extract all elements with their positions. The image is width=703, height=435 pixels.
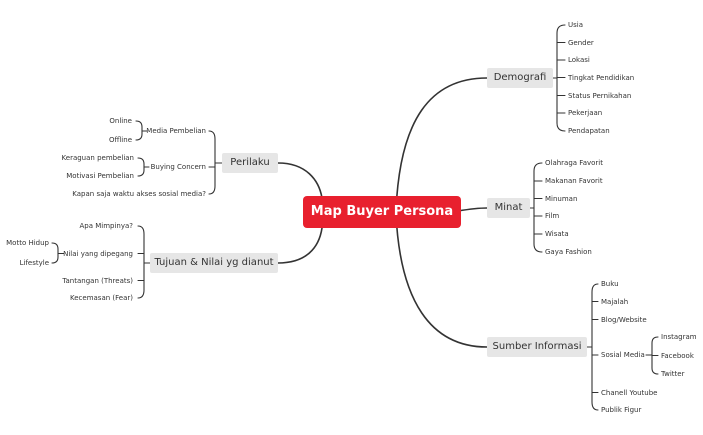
connector-root-minat	[457, 207, 488, 212]
leaf-pendapatan[interactable]: Pendapatan	[568, 127, 610, 135]
leaf-usia[interactable]: Usia	[568, 21, 584, 29]
leaf-chanell-youtube[interactable]: Chanell Youtube	[601, 388, 658, 397]
leaf-makanan-favorit[interactable]: Makanan Favorit	[545, 177, 603, 185]
leaf-facebook[interactable]: Facebook	[661, 351, 694, 360]
leaf-sosial-media[interactable]: Sosial Media	[601, 351, 645, 359]
leaf-tantangan[interactable]: Tantangan (Threats)	[62, 276, 133, 285]
leaf-status-pernikahan[interactable]: Status Pernikahan	[568, 91, 632, 100]
leaf-lokasi[interactable]: Lokasi	[568, 56, 590, 64]
leaf-film[interactable]: Film	[545, 212, 560, 220]
leaf-olahraga-favorit[interactable]: Olahraga Favorit	[545, 159, 603, 167]
leaf-kecemasan[interactable]: Kecemasan (Fear)	[70, 294, 133, 302]
leaf-pekerjaan[interactable]: Pekerjaan	[568, 109, 603, 117]
leaf-kapan-akses[interactable]: Kapan saja waktu akses sosial media?	[72, 190, 206, 198]
leaf-motivasi-pembelian[interactable]: Motivasi Pembelian	[66, 172, 134, 180]
leaf-buku[interactable]: Buku	[601, 280, 619, 288]
leaf-buying-concern[interactable]: Buying Concern	[150, 163, 206, 171]
leaf-lifestyle[interactable]: Lifestyle	[19, 259, 49, 267]
leaf-motto-hidup[interactable]: Motto Hidup	[6, 239, 49, 247]
connector-root-demografi	[395, 77, 488, 211]
connector-root-perilaku	[277, 162, 323, 199]
leaf-keraguan-pembelian[interactable]: Keraguan pembelian	[61, 154, 134, 162]
leaf-twitter[interactable]: Twitter	[661, 370, 685, 378]
node-perilaku[interactable]: Perilaku	[222, 153, 278, 173]
leaf-gender[interactable]: Gender	[568, 38, 594, 47]
leaf-apa-mimpinya[interactable]: Apa Mimpinya?	[79, 222, 133, 230]
leaf-media-pembelian[interactable]: Media Pembelian	[146, 127, 206, 135]
leaf-majalah[interactable]: Majalah	[601, 297, 629, 306]
leaf-online[interactable]: Online	[109, 117, 132, 125]
leaf-nilai-dipegang[interactable]: Nilai yang dipegang	[63, 249, 133, 258]
leaf-wisata[interactable]: Wisata	[545, 230, 569, 238]
root-node[interactable]: Map Buyer Persona	[303, 196, 461, 228]
leaf-tingkat-pendidikan[interactable]: Tingkat Pendidikan	[568, 73, 635, 82]
connector-root-sumber	[395, 213, 488, 348]
connector-root-tujuan	[277, 227, 323, 264]
leaf-instagram[interactable]: Instagram	[661, 333, 697, 341]
leaf-blog-website[interactable]: Blog/Website	[601, 315, 647, 324]
leaf-offline[interactable]: Offline	[109, 136, 132, 144]
leaf-publik-figur[interactable]: Publik Figur	[601, 406, 642, 414]
node-tujuan-nilai[interactable]: Tujuan & Nilai yg dianut	[150, 253, 278, 273]
node-minat[interactable]: Minat	[487, 198, 530, 218]
leaf-minuman[interactable]: Minuman	[545, 194, 578, 203]
node-sumber-informasi[interactable]: Sumber Informasi	[487, 337, 587, 357]
leaf-gaya-fashion[interactable]: Gaya Fashion	[545, 248, 592, 256]
node-demografi[interactable]: Demografi	[487, 68, 553, 88]
